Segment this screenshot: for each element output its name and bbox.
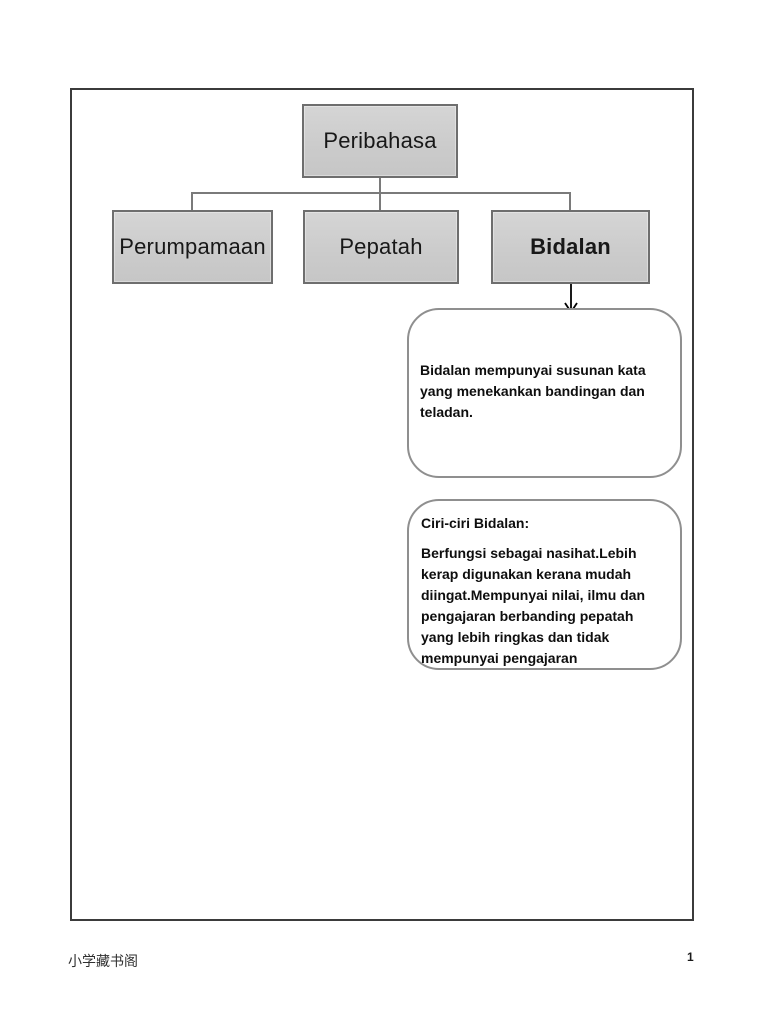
node-pepatah: Pepatah [303, 210, 459, 284]
callout-bidalan-description: Bidalan mempunyai susunan kata yang menek… [407, 308, 682, 478]
callout-title: Ciri-ciri Bidalan: [421, 515, 530, 531]
text-line: Bidalan mempunyai susunan kata [420, 361, 646, 378]
node-perumpamaan: Perumpamaan [112, 210, 273, 284]
node-peribahasa: Peribahasa [302, 104, 458, 178]
text-line: mempunyai pengajaran [421, 650, 578, 666]
connector-stub-left [191, 192, 193, 210]
text-line: kerap digunakan kerana mudah [421, 566, 632, 582]
node-bidalan: Bidalan [491, 210, 650, 284]
connector-horizontal [191, 192, 571, 194]
text-line: yang menekankan bandingan dan [420, 382, 645, 399]
callout-ciri-ciri-bidalan: Ciri-ciri Bidalan: Berfungsi sebagai nas… [407, 499, 682, 670]
text-line: pengajaran berbanding pepatah [421, 608, 634, 624]
node-label: Bidalan [530, 234, 611, 259]
page-number: 1 [687, 950, 694, 964]
node-label: Perumpamaan [119, 234, 266, 259]
text-line: teladan. [420, 403, 473, 420]
node-label: Peribahasa [323, 128, 437, 153]
callout-text: Bidalan mempunyai susunan kata yang menek… [420, 360, 666, 423]
node-label: Pepatah [339, 234, 423, 259]
callout-body: Berfungsi sebagai nasihat.Lebih kerap dig… [421, 543, 668, 669]
text-line: Berfungsi sebagai nasihat.Lebih [421, 545, 637, 561]
footer-watermark: 小学藏书阁 [68, 954, 138, 970]
text-line: diingat.Mempunyai nilai, ilmu dan [421, 587, 646, 603]
text-line: yang lebih ringkas dan tidak [421, 629, 610, 645]
connector-trunk [379, 178, 381, 210]
connector-stub-right [569, 192, 571, 210]
